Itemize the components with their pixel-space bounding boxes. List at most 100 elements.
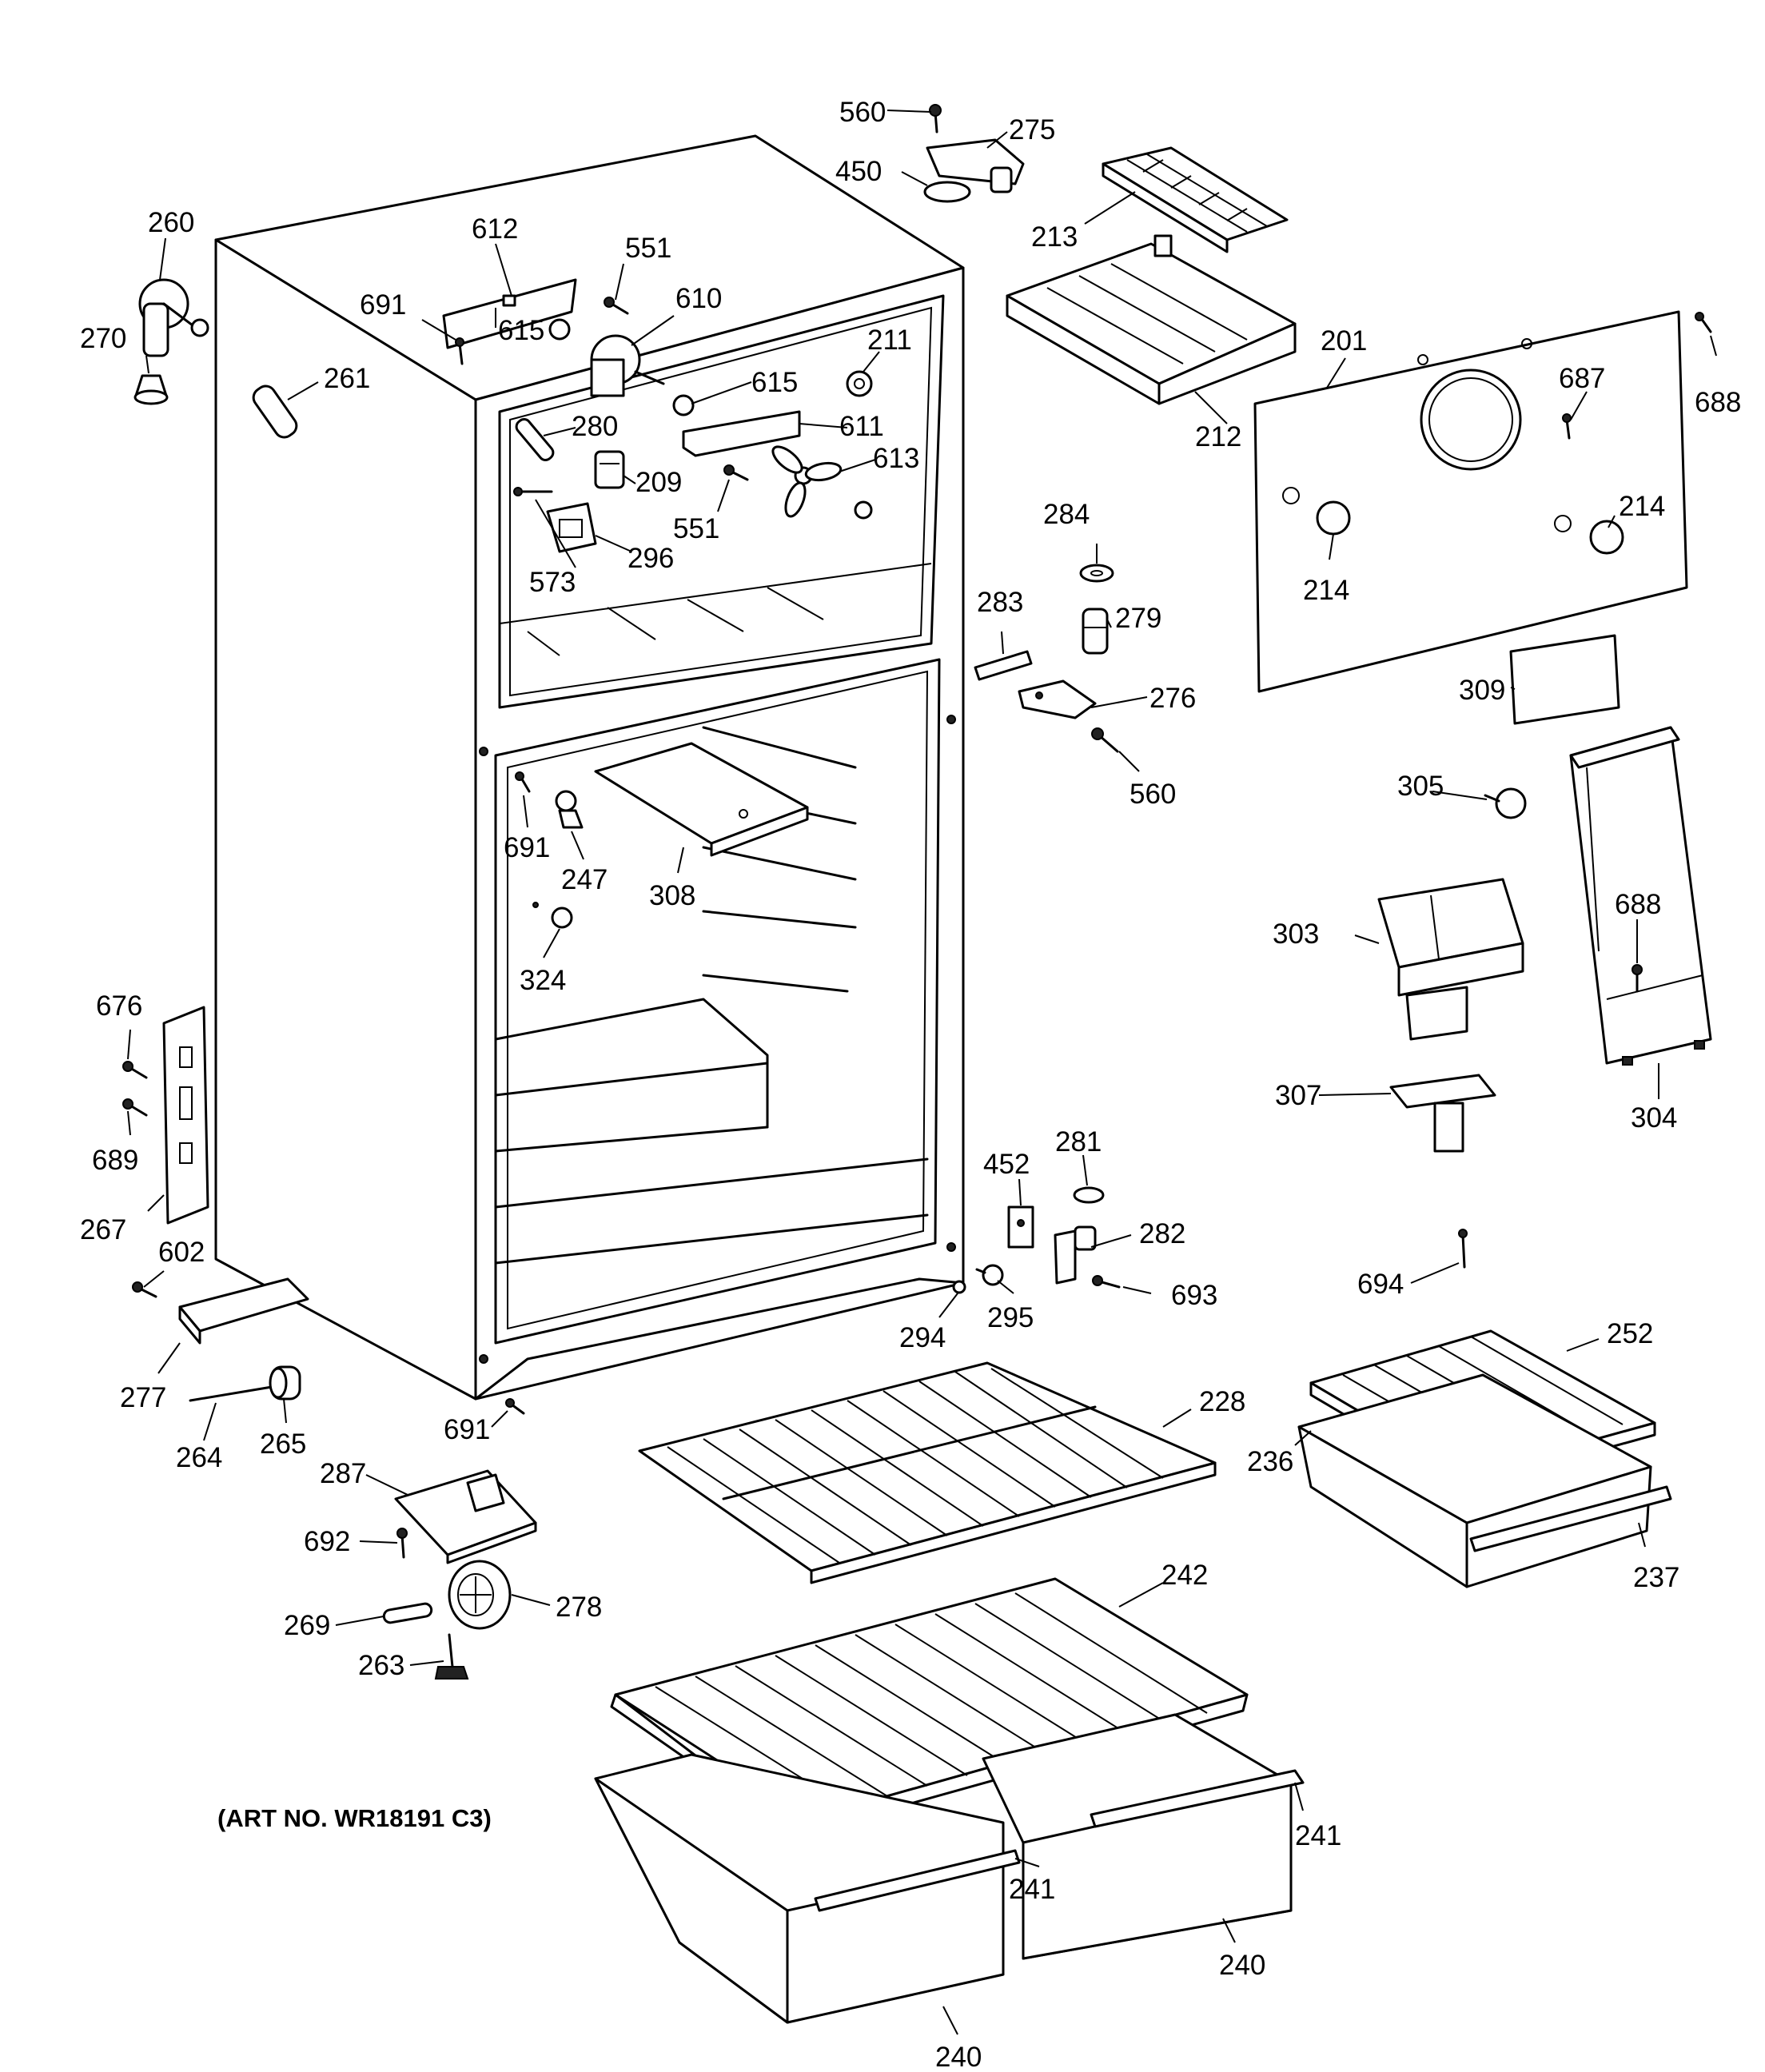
- part-610-fan-motor: [590, 334, 665, 397]
- part-287-roller-bracket: [394, 1469, 537, 1564]
- callout-270: 270: [80, 323, 126, 354]
- part-267-side-bracket: [162, 1006, 209, 1225]
- callout-228: 228: [1199, 1386, 1245, 1417]
- callout-615: 615: [498, 315, 544, 346]
- callout-688: 688: [1615, 889, 1661, 920]
- part-612-bracket: [442, 278, 577, 349]
- callout-615: 615: [751, 367, 798, 398]
- callout-279: 279: [1115, 603, 1161, 634]
- callout-693: 693: [1171, 1280, 1217, 1311]
- callout-610: 610: [675, 283, 722, 314]
- callout-303: 303: [1273, 918, 1319, 950]
- callout-307: 307: [1275, 1080, 1321, 1111]
- callout-282: 282: [1139, 1218, 1185, 1249]
- part-211-knob: [846, 370, 873, 397]
- part-280-tube: [515, 418, 555, 461]
- part-241-drawer-handle-right: [1090, 1769, 1305, 1828]
- callout-277: 277: [120, 1382, 166, 1413]
- part-283-shim: [974, 650, 1033, 681]
- refrigerator-cabinet: [214, 134, 965, 1401]
- callout-294: 294: [899, 1322, 946, 1353]
- callout-611: 611: [839, 411, 884, 442]
- part-275-top-hinge: [926, 138, 1025, 193]
- part-693-screw: [1092, 1275, 1121, 1289]
- callout-452: 452: [983, 1149, 1030, 1180]
- callout-214: 214: [1619, 491, 1665, 522]
- callout-209: 209: [635, 467, 682, 498]
- callout-687: 687: [1559, 363, 1605, 394]
- part-295-cap: [975, 1264, 1004, 1286]
- callout-613: 613: [873, 443, 919, 474]
- part-308-shelf-cover: [594, 742, 809, 857]
- part-309-label: [1509, 634, 1620, 725]
- part-282-bottom-hinge: [1054, 1225, 1097, 1285]
- part-551-screw-a: [604, 297, 629, 315]
- callout-265: 265: [260, 1428, 306, 1460]
- part-278-roller-wheel: [448, 1560, 512, 1630]
- part-284-washer: [1079, 564, 1114, 583]
- leader-lines: [127, 110, 1717, 2035]
- callout-labels: 560 275 450 213 260 612 551 691 610 615 …: [80, 97, 1741, 2072]
- part-688-screw-b: [1632, 964, 1643, 993]
- callout-295: 295: [987, 1302, 1034, 1333]
- part-264-rod: [189, 1385, 273, 1402]
- callout-267: 267: [80, 1214, 126, 1245]
- part-265-roller: [269, 1365, 301, 1401]
- callout-252: 252: [1607, 1318, 1653, 1349]
- part-324-knob: [532, 902, 573, 929]
- part-228-wire-shelf: [638, 1361, 1217, 1584]
- callout-287: 287: [320, 1458, 366, 1489]
- part-261-tube: [252, 385, 298, 439]
- callout-280: 280: [572, 411, 618, 442]
- callout-551: 551: [625, 233, 671, 264]
- part-279-hinge-pin: [1082, 608, 1109, 655]
- part-694-screw: [1458, 1229, 1468, 1269]
- part-551-screw-b: [723, 464, 749, 481]
- callout-275: 275: [1009, 114, 1055, 145]
- callout-283: 283: [977, 587, 1023, 618]
- callout-689: 689: [92, 1145, 138, 1176]
- part-691-screw-a: [455, 337, 464, 365]
- callout-211: 211: [867, 325, 912, 356]
- callout-264: 264: [176, 1442, 222, 1473]
- part-691-screw-b: [515, 771, 531, 793]
- callout-201: 201: [1321, 325, 1367, 357]
- part-214-knob-b: [1589, 520, 1624, 555]
- part-676-screw: [122, 1061, 148, 1079]
- callout-676: 676: [96, 990, 142, 1022]
- part-212-ice-tray-support: [1006, 234, 1297, 405]
- callout-241: 241: [1295, 1820, 1341, 1851]
- callout-304: 304: [1631, 1102, 1677, 1134]
- callout-296: 296: [628, 543, 674, 574]
- callout-237: 237: [1633, 1562, 1679, 1593]
- part-615-knob-b: [672, 394, 695, 416]
- callout-241: 241: [1009, 1874, 1055, 1905]
- part-305-control-knob: [1484, 787, 1527, 819]
- callout-261: 261: [324, 363, 370, 394]
- part-213-ice-tray: [1102, 146, 1289, 253]
- part-573-screw: [513, 487, 553, 496]
- part-247-lamp-holder: [555, 790, 584, 829]
- part-294-plug: [952, 1280, 966, 1294]
- part-241-drawer-handle-left: [814, 1849, 1021, 1912]
- callout-691: 691: [360, 289, 406, 321]
- callout-694: 694: [1357, 1269, 1404, 1300]
- callout-278: 278: [556, 1592, 602, 1623]
- callout-284: 284: [1043, 499, 1090, 530]
- callout-240: 240: [1219, 1950, 1265, 1981]
- callout-309: 309: [1459, 675, 1505, 706]
- part-277-leveling-bracket: [178, 1277, 309, 1345]
- part-269-pin: [382, 1602, 433, 1624]
- callout-691: 691: [504, 832, 550, 863]
- part-281-washer: [1073, 1186, 1105, 1204]
- callout-324: 324: [520, 965, 566, 996]
- callout-213: 213: [1031, 221, 1078, 253]
- callout-214: 214: [1303, 575, 1349, 606]
- callout-276: 276: [1149, 683, 1196, 714]
- part-237-pan-handle: [1469, 1485, 1672, 1552]
- callout-242: 242: [1161, 1560, 1208, 1591]
- callout-212: 212: [1195, 421, 1241, 452]
- callout-269: 269: [284, 1610, 330, 1641]
- part-688-screw-a: [1695, 312, 1712, 333]
- part-307-damper: [1389, 1074, 1496, 1153]
